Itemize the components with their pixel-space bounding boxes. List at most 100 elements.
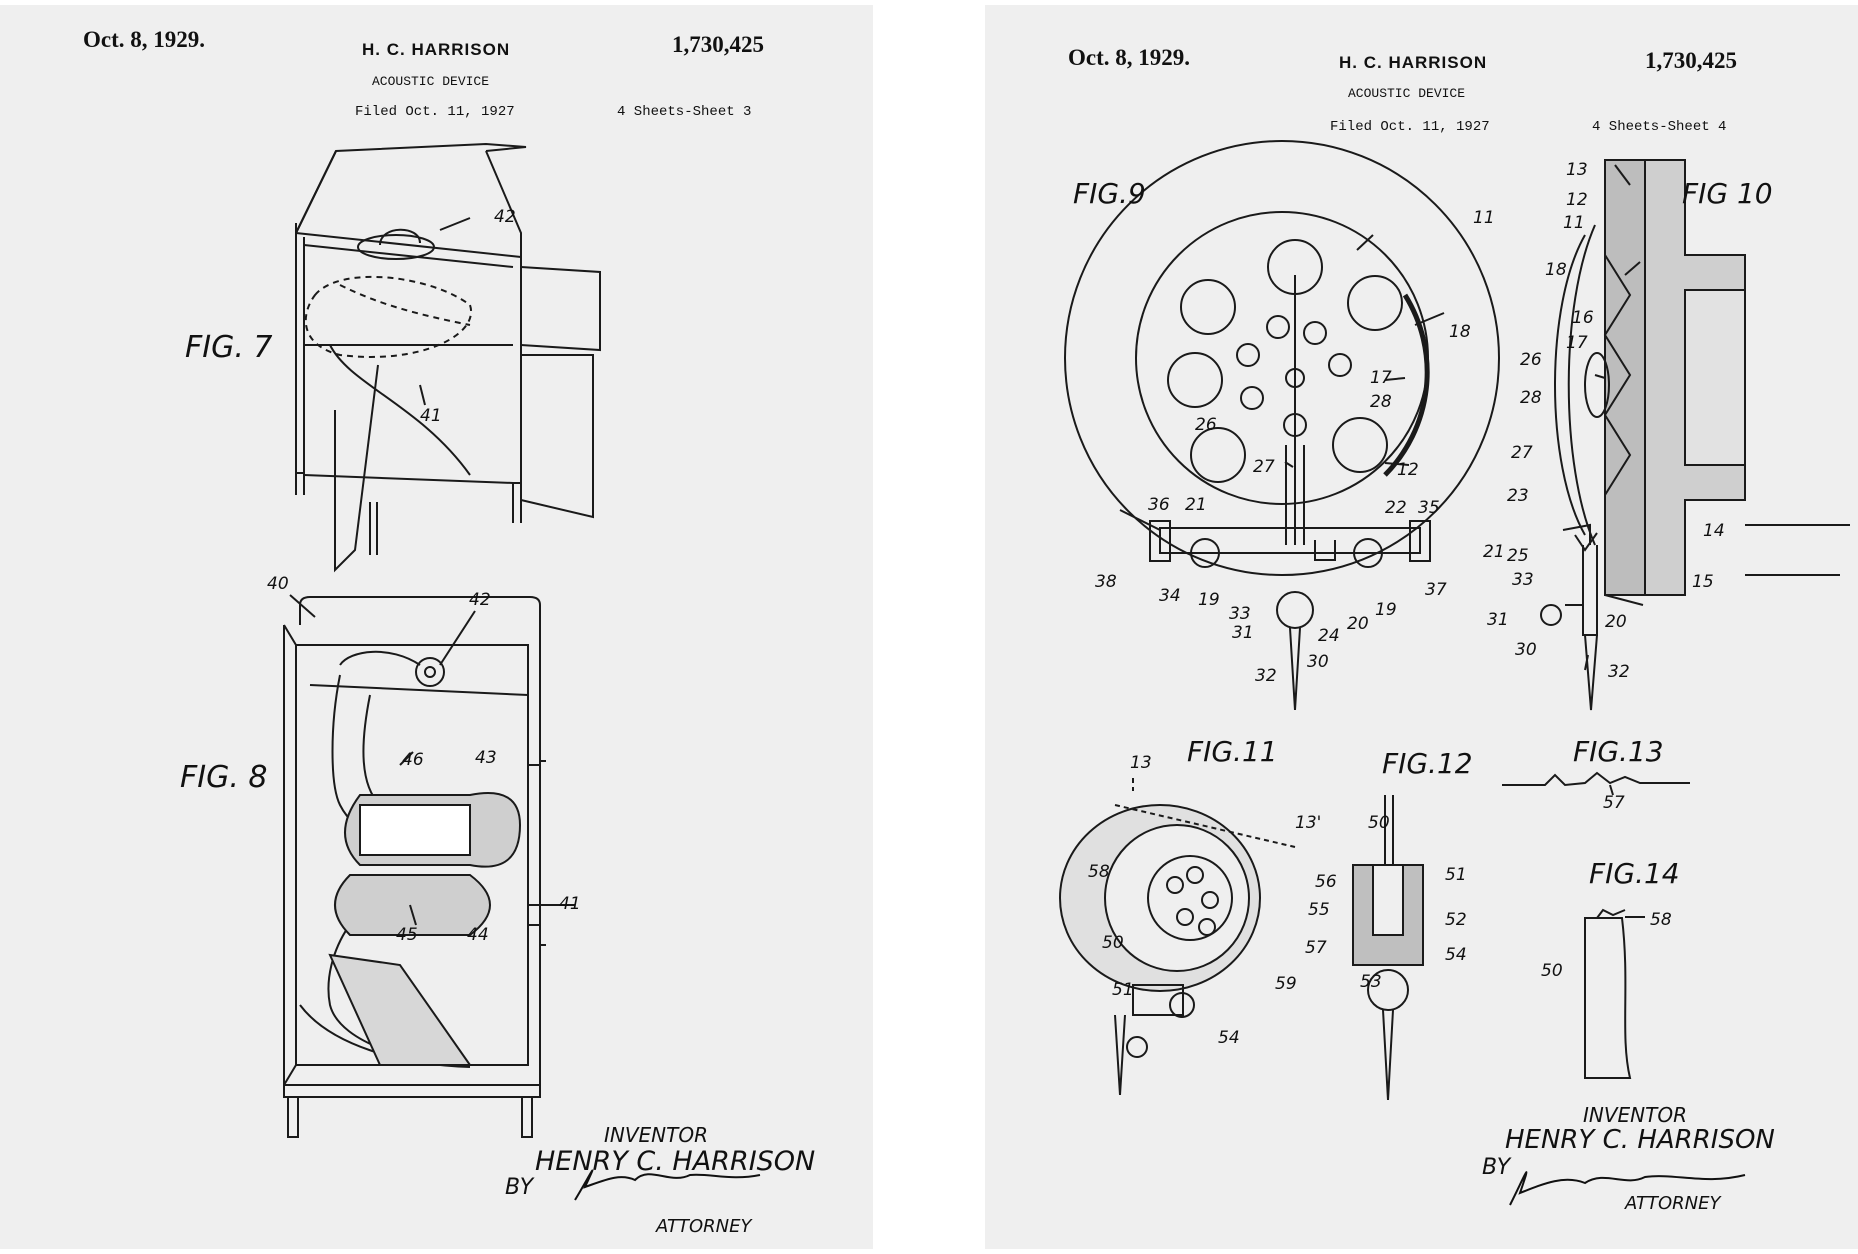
inventor-header: H. C. HARRISON xyxy=(362,40,511,59)
ref-21: 21 xyxy=(1185,495,1207,515)
ref-15: 15 xyxy=(1692,572,1714,592)
fig13-profile xyxy=(1502,771,1690,796)
figures-7-8-drawing: FIG. 7 FIG. 8 42 41 40 42 46 43 41 45 44 xyxy=(180,142,761,1201)
patent-date: Oct. 8, 1929. xyxy=(1068,45,1191,70)
ref-11: 11 xyxy=(1563,213,1585,233)
fig9-label: FIG.9 xyxy=(1073,177,1146,210)
fig14-label: FIG.14 xyxy=(1589,857,1680,890)
inventor-header: H. C. HARRISON xyxy=(1339,53,1488,72)
ref-33: 33 xyxy=(1229,604,1251,624)
ref-46: 46 xyxy=(402,750,424,770)
ref-42: 42 xyxy=(494,207,516,227)
sheet-label: 4 Sheets-Sheet 3 xyxy=(617,104,752,120)
ref-38: 38 xyxy=(1095,572,1117,592)
ref-28: 28 xyxy=(1370,392,1392,412)
fig10-label: FIG 10 xyxy=(1682,177,1773,210)
patent-title: ACOUSTIC DEVICE xyxy=(372,74,490,89)
patent-sheet-4: Oct. 8, 1929. H. C. HARRISON 1,730,425 A… xyxy=(985,5,1858,1249)
fig8-cabinet xyxy=(283,596,546,1138)
ref-37: 37 xyxy=(1425,580,1447,600)
figures-9-14-drawing: FIG.9 FIG 10 FIG.11 FIG.12 FIG.13 FIG.14… xyxy=(1059,140,1850,1206)
fig8-label: FIG. 8 xyxy=(180,760,268,795)
ref-12: 12 xyxy=(1397,460,1419,480)
by-label: BY xyxy=(505,1175,534,1200)
ref-44: 44 xyxy=(467,925,489,945)
ref-57: 57 xyxy=(1305,938,1327,958)
fig9-disc xyxy=(1064,140,1500,711)
ref-52: 52 xyxy=(1445,910,1467,930)
ref-54: 54 xyxy=(1218,1028,1240,1048)
attorney-label: ATTORNEY xyxy=(656,1216,752,1237)
patent-title: ACOUSTIC DEVICE xyxy=(1348,86,1466,101)
ref-51: 51 xyxy=(1112,980,1134,1000)
ref-25: 25 xyxy=(1507,546,1529,566)
ref-18: 18 xyxy=(1449,322,1471,342)
ref-45: 45 xyxy=(396,925,418,945)
fig11-assembly xyxy=(1059,778,1296,1096)
ref-53: 53 xyxy=(1360,972,1382,992)
ref-56: 56 xyxy=(1315,872,1337,892)
ref-26: 26 xyxy=(1195,415,1217,435)
ref-28: 28 xyxy=(1520,388,1542,408)
fig7-label: FIG. 7 xyxy=(185,330,273,365)
ref-32: 32 xyxy=(1255,666,1277,686)
fig10-section xyxy=(1540,159,1746,711)
ref-50: 50 xyxy=(1102,933,1124,953)
ref-55: 55 xyxy=(1308,900,1330,920)
fig11-label: FIG.11 xyxy=(1187,735,1278,768)
patent-sheet-3: Oct. 8, 1929. H. C. HARRISON 1,730,425 A… xyxy=(0,5,873,1249)
ref-31: 31 xyxy=(1232,623,1254,643)
ref-22: 22 xyxy=(1385,498,1407,518)
ref-58: 58 xyxy=(1650,910,1672,930)
ref-16: 16 xyxy=(1572,308,1594,328)
ref-21: 21 xyxy=(1483,542,1505,562)
inventor-signature-name: HENRY C. HARRISON xyxy=(535,1146,816,1177)
attorney-signature-scrawl xyxy=(1509,1171,1746,1206)
sheet-label: 4 Sheets-Sheet 4 xyxy=(1592,119,1727,135)
patent-date: Oct. 8, 1929. xyxy=(83,27,206,52)
ref-13: 13 xyxy=(1130,753,1152,773)
attorney-signature-scrawl xyxy=(574,1169,761,1201)
ref-26: 26 xyxy=(1520,350,1542,370)
ref-34: 34 xyxy=(1159,586,1181,606)
ref-31: 31 xyxy=(1487,610,1509,630)
ref-19: 19 xyxy=(1198,590,1220,610)
ref-13-prime: 13' xyxy=(1295,813,1321,833)
ref-59: 59 xyxy=(1275,974,1297,994)
attorney-label: ATTORNEY xyxy=(1625,1193,1721,1214)
fig14-detail xyxy=(1584,908,1645,1079)
fig7-cabinet xyxy=(295,142,601,573)
ref-51: 51 xyxy=(1445,865,1467,885)
ref-36: 36 xyxy=(1148,495,1170,515)
ref-57: 57 xyxy=(1603,793,1625,813)
ref-13: 13 xyxy=(1566,160,1588,180)
ref-58: 58 xyxy=(1088,862,1110,882)
ref-33: 33 xyxy=(1512,570,1534,590)
by-label: BY xyxy=(1482,1155,1511,1180)
ref-40: 40 xyxy=(267,574,289,594)
fig12-detail xyxy=(1352,795,1424,1101)
ref-43: 43 xyxy=(475,748,497,768)
ref-20: 20 xyxy=(1605,612,1627,632)
ref-17: 17 xyxy=(1370,368,1392,388)
ref-54: 54 xyxy=(1445,945,1467,965)
ref-12: 12 xyxy=(1566,190,1588,210)
ref-30: 30 xyxy=(1515,640,1537,660)
ref-27: 27 xyxy=(1253,457,1275,477)
ref-50: 50 xyxy=(1541,961,1563,981)
ref-42: 42 xyxy=(469,590,491,610)
fig12-label: FIG.12 xyxy=(1382,747,1473,780)
ref-27: 27 xyxy=(1511,443,1533,463)
ref-20: 20 xyxy=(1347,614,1369,634)
ref-50: 50 xyxy=(1368,813,1390,833)
ref-30: 30 xyxy=(1307,652,1329,672)
inventor-label: INVENTOR xyxy=(1583,1103,1687,1127)
ref-11: 11 xyxy=(1473,208,1495,228)
ref-17: 17 xyxy=(1566,333,1588,353)
ref-41: 41 xyxy=(420,406,442,426)
ref-35: 35 xyxy=(1418,498,1440,518)
inventor-signature-name: HENRY C. HARRISON xyxy=(1505,1125,1775,1155)
ref-41: 41 xyxy=(559,894,581,914)
ref-24: 24 xyxy=(1318,626,1340,646)
ref-32: 32 xyxy=(1608,662,1630,682)
